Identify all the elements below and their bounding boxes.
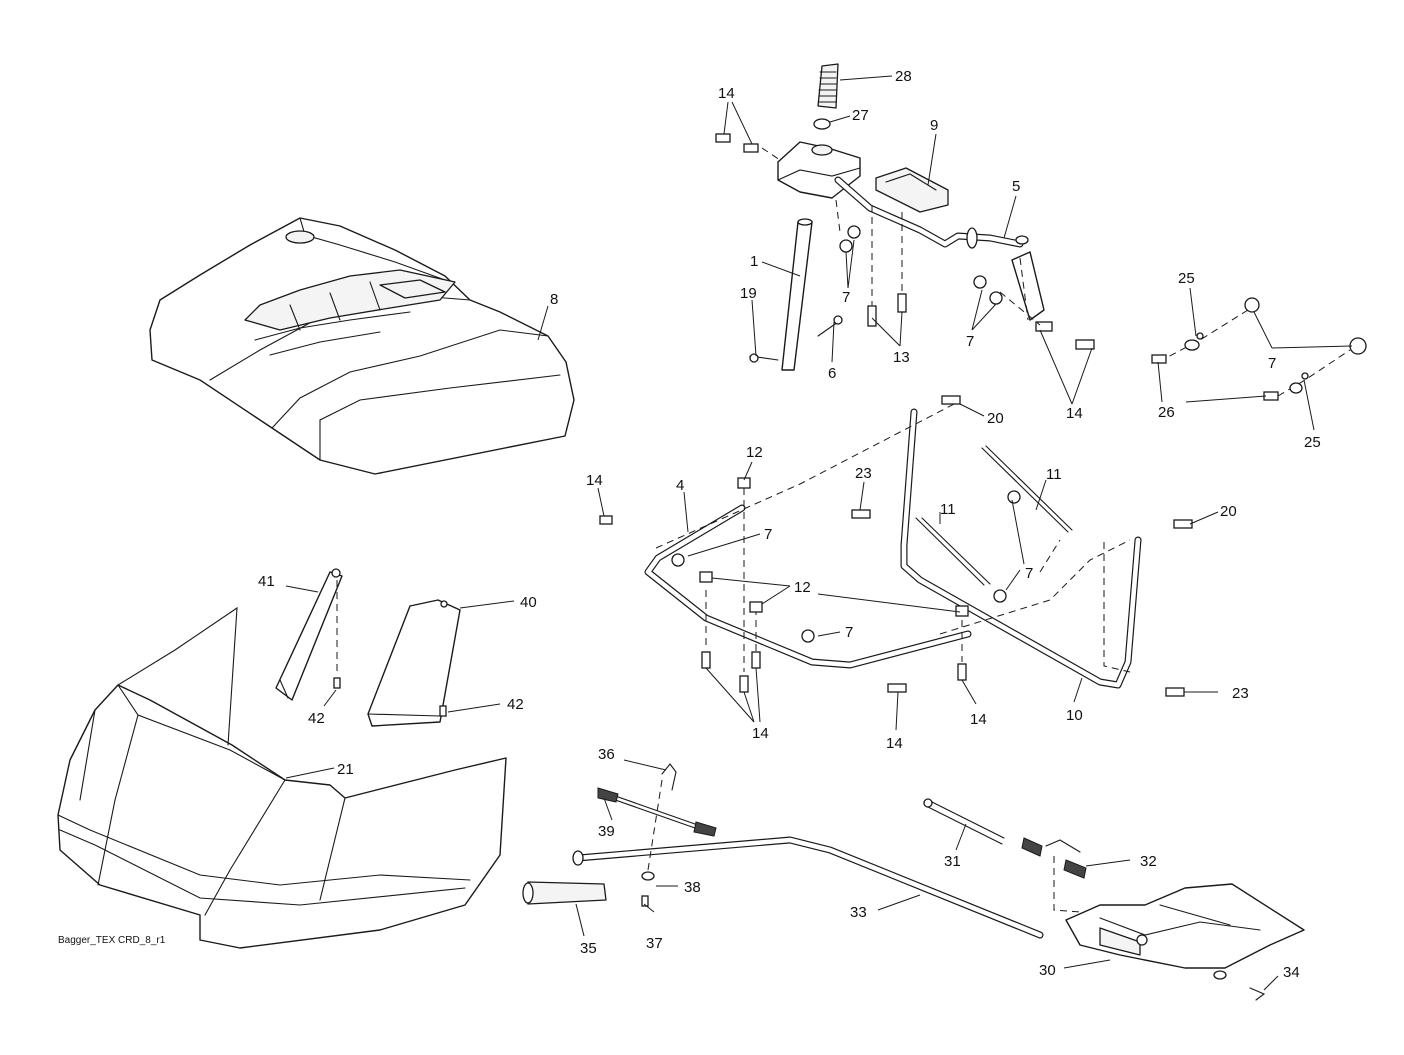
callout-39: 39 (598, 823, 615, 840)
callout-32: 32 (1140, 853, 1157, 870)
callout-14: 14 (886, 735, 903, 752)
callout-33: 33 (850, 904, 867, 921)
callout-7: 7 (842, 289, 850, 306)
callout-38: 38 (684, 879, 701, 896)
callout-labels: 28 27 14 9 5 1 19 6 7 13 7 14 8 25 7 26 … (258, 68, 1321, 981)
callout-40: 40 (520, 594, 537, 611)
callout-8: 8 (550, 291, 558, 308)
callout-14: 14 (586, 472, 603, 489)
callout-26: 26 (1158, 404, 1175, 421)
callout-4: 4 (676, 477, 684, 494)
callout-42: 42 (308, 710, 325, 727)
callout-14: 14 (970, 711, 987, 728)
flap-screws (333, 580, 447, 717)
collector-bag (57, 606, 507, 949)
callout-6: 6 (828, 365, 836, 382)
callout-41: 41 (258, 573, 275, 590)
callout-9: 9 (930, 117, 938, 134)
callout-13: 13 (893, 349, 910, 366)
callout-12: 12 (794, 579, 811, 596)
callout-23: 23 (1232, 685, 1249, 702)
bag-flap-41 (275, 568, 343, 701)
callout-14: 14 (752, 725, 769, 742)
bag-frame (599, 395, 1193, 697)
callout-37: 37 (646, 935, 663, 952)
callout-7: 7 (845, 624, 853, 641)
callout-31: 31 (944, 853, 961, 870)
callout-20: 20 (987, 410, 1004, 427)
callout-7: 7 (1268, 355, 1276, 372)
callout-20: 20 (1220, 503, 1237, 520)
callout-19: 19 (740, 285, 757, 302)
hardware-group-right (1151, 297, 1367, 401)
callout-27: 27 (852, 107, 869, 124)
hopper-cover (149, 217, 575, 475)
callout-7: 7 (966, 333, 974, 350)
callout-14: 14 (718, 85, 735, 102)
callout-10: 10 (1066, 707, 1083, 724)
leader-lines (285, 75, 1353, 991)
callout-34: 34 (1283, 964, 1300, 981)
callout-42: 42 (507, 696, 524, 713)
callout-11: 11 (1046, 466, 1062, 483)
callout-11: 11 (940, 501, 956, 518)
door-mechanism (522, 763, 1305, 1001)
callout-7: 7 (1025, 565, 1033, 582)
callout-35: 35 (580, 940, 597, 957)
callout-21: 21 (337, 761, 354, 778)
callout-28: 28 (895, 68, 912, 85)
callout-23: 23 (855, 465, 872, 482)
callout-12: 12 (746, 444, 763, 461)
callout-25: 25 (1304, 434, 1321, 451)
callout-1: 1 (750, 253, 758, 270)
bag-flap-40 (367, 599, 461, 727)
drawing-credit: Bagger_TEX CRD_8_r1 (58, 935, 166, 946)
handle-assembly (715, 63, 1095, 371)
callout-25: 25 (1178, 270, 1195, 287)
callout-5: 5 (1012, 178, 1020, 195)
callout-14: 14 (1066, 405, 1083, 422)
callout-7: 7 (764, 526, 772, 543)
callout-30: 30 (1039, 962, 1056, 979)
callout-36: 36 (598, 746, 615, 763)
